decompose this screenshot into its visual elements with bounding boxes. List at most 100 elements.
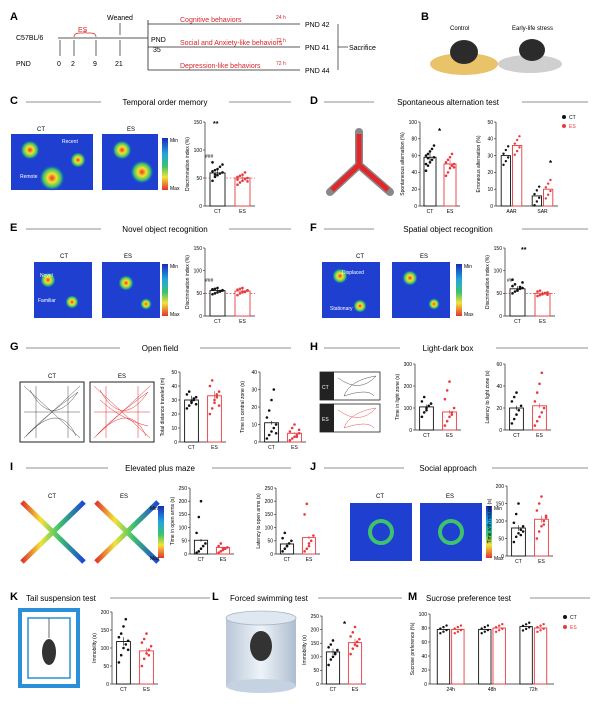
data-point	[270, 398, 273, 402]
data-point	[533, 203, 536, 207]
data-point	[213, 168, 217, 172]
data-point	[542, 627, 545, 630]
data-point	[542, 523, 546, 526]
data-point	[515, 138, 519, 142]
data-point	[119, 632, 123, 635]
y-tick-label: 150	[179, 512, 188, 518]
branch-label: Cognitive behaviors	[180, 17, 242, 24]
y-tick-label: 0	[270, 552, 273, 558]
heat-spot	[39, 165, 65, 191]
stress-label: Early-life stress	[512, 26, 553, 32]
data-point	[265, 437, 269, 440]
data-point	[513, 290, 517, 293]
track-path	[23, 385, 81, 439]
data-point	[450, 413, 454, 416]
heat-spot	[112, 140, 132, 160]
y-tick-label: 100	[101, 646, 110, 652]
bar	[139, 650, 154, 685]
data-point	[445, 624, 448, 627]
heatmap-ct	[34, 262, 92, 318]
data-point	[331, 655, 335, 659]
data-point	[429, 402, 433, 405]
section-title: Light-dark box	[423, 344, 474, 353]
data-point	[506, 156, 510, 159]
data-point	[519, 533, 523, 537]
section-title: Novel object recognition	[122, 225, 207, 234]
heat-spot	[332, 268, 348, 284]
data-point	[142, 637, 146, 641]
branch-label: Social and Anxiety-like behaviors	[180, 40, 283, 47]
panel-f-heatmaps: CT ES Displaced Stationary Min Max	[322, 254, 474, 318]
label-familiar: Familiar	[38, 298, 56, 304]
branch-end: PND 42	[305, 22, 330, 29]
scale-max: Max	[150, 556, 160, 562]
data-point	[521, 624, 525, 628]
data-point	[444, 161, 448, 164]
y-tick-label: 0	[199, 204, 202, 210]
pnd35-value: 35	[153, 47, 161, 54]
label-ct: CT	[60, 254, 68, 260]
data-point	[288, 438, 292, 442]
x-tick-label: ES	[536, 433, 543, 439]
bar	[500, 155, 511, 207]
y-tick-label: 50	[313, 668, 319, 674]
data-point	[199, 547, 203, 551]
chart-annotations: ** ### * * ### ## ** * CT ES CT ES	[205, 115, 577, 631]
y-tick-label: 10	[171, 426, 177, 432]
scale-max: Max	[170, 186, 180, 192]
data-point	[428, 150, 432, 153]
x-tick-label: CT	[120, 687, 127, 693]
scale-max: Max	[170, 312, 180, 318]
y-tick-label: 80	[411, 137, 417, 143]
data-point	[293, 435, 296, 439]
data-point	[422, 395, 426, 399]
y-tick-label: 200	[101, 610, 110, 616]
data-point	[510, 400, 514, 403]
y-axis-label: Latency to open arms (s)	[256, 493, 262, 549]
label-ct: CT	[376, 494, 384, 500]
data-point	[512, 540, 516, 544]
label-es: ES	[420, 254, 428, 260]
data-point	[537, 196, 541, 199]
data-point	[517, 408, 521, 412]
data-point	[197, 550, 201, 553]
data-point	[539, 629, 542, 632]
data-point	[238, 174, 242, 178]
x-tick-label: CT	[214, 319, 221, 325]
data-point	[221, 289, 224, 292]
data-point	[445, 419, 449, 423]
data-point	[217, 551, 220, 554]
y-tick-label: 0	[414, 204, 417, 210]
data-point	[221, 547, 225, 551]
data-point	[195, 531, 198, 535]
data-point	[498, 629, 501, 632]
svg-text:E: E	[10, 222, 17, 234]
panel-letter: B	[421, 11, 429, 23]
control-label: Control	[450, 26, 469, 32]
data-point	[521, 629, 525, 632]
data-point	[536, 626, 539, 629]
heading-e: E Novel object recognition	[10, 222, 291, 234]
data-point	[147, 653, 151, 657]
section-title: Spontaneous alternation test	[397, 98, 500, 107]
panel-e-heatmaps: CT ES Novel Familiar Min Max	[34, 254, 180, 318]
data-point	[540, 524, 543, 528]
x-tick-label: ES	[220, 557, 227, 563]
x-tick-label: ES	[352, 687, 359, 693]
hanging-mouse	[42, 639, 56, 665]
scale-min: Min	[170, 138, 178, 144]
y-tick-label: 50	[196, 291, 202, 297]
data-point	[194, 395, 198, 399]
data-point	[521, 530, 525, 533]
x-tick-label: 72h	[529, 687, 538, 693]
svg-text:M: M	[408, 591, 417, 603]
scale-min: Min	[464, 264, 472, 270]
data-point	[424, 162, 428, 166]
data-point	[453, 627, 456, 630]
y-tick-label: 0	[499, 314, 502, 320]
data-point	[211, 292, 214, 296]
y-axis-label: Discrimination index (%)	[485, 255, 491, 309]
